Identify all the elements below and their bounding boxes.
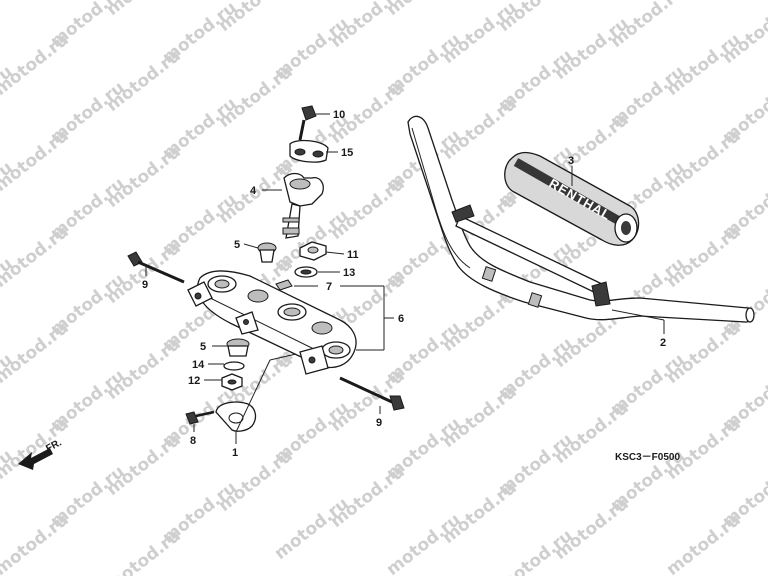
watermark-text: motod.ru bbox=[0, 30, 73, 100]
handlebar-grip: RENTHAL bbox=[504, 151, 640, 246]
washer-13-hole bbox=[300, 269, 312, 275]
callout-5-upper: 5 bbox=[234, 239, 240, 251]
top-bridge bbox=[187, 270, 357, 375]
washer-14 bbox=[223, 361, 245, 371]
callout-10: 10 bbox=[333, 109, 345, 121]
callout-9-right: 9 bbox=[376, 417, 382, 429]
callout-11: 11 bbox=[347, 249, 359, 261]
watermark-text: motod.ru bbox=[0, 414, 73, 484]
bolt-8 bbox=[185, 410, 215, 425]
watermark-text: motod.ru bbox=[0, 0, 17, 36]
handlebar bbox=[407, 115, 755, 323]
callouts: 10 15 4 5 11 13 7 6 9 5 14 12 8 1 9 3 2 bbox=[142, 109, 666, 459]
watermark-text: motod.ru bbox=[103, 526, 185, 576]
callout-5-lower: 5 bbox=[200, 341, 206, 353]
bolt-10 bbox=[298, 105, 317, 141]
watermark-text: motod.ru bbox=[495, 526, 577, 576]
callout-1: 1 bbox=[232, 447, 238, 459]
callout-8: 8 bbox=[190, 435, 196, 447]
callout-9-left: 9 bbox=[142, 279, 148, 291]
lock-plate bbox=[275, 279, 293, 291]
diagram-code: KSC3－F0500 bbox=[615, 452, 680, 463]
nut-11 bbox=[299, 241, 327, 261]
bolt-9-right bbox=[339, 376, 405, 411]
watermark-text: motod.ru bbox=[0, 318, 73, 388]
watermark-text: motod.ru bbox=[0, 222, 73, 292]
callout-12: 12 bbox=[188, 375, 200, 387]
watermark-text: motod.ru bbox=[0, 510, 73, 576]
callout-7: 7 bbox=[326, 281, 332, 293]
callout-15: 15 bbox=[341, 147, 353, 159]
watermark-text: motod.ru bbox=[271, 0, 353, 4]
upper-holder bbox=[282, 172, 324, 239]
callout-6: 6 bbox=[398, 313, 404, 325]
callout-2: 2 bbox=[660, 337, 666, 349]
callout-13: 13 bbox=[343, 267, 355, 279]
collar-5-lower bbox=[226, 338, 250, 357]
watermark-text: motod.ru bbox=[0, 0, 73, 4]
callout-14: 14 bbox=[192, 359, 205, 371]
callout-4: 4 bbox=[250, 185, 257, 197]
watermark-text: motod.ru bbox=[0, 126, 73, 196]
cable-clamp bbox=[215, 401, 257, 432]
leader-lines bbox=[145, 113, 665, 444]
nut-12 bbox=[221, 373, 243, 391]
watermark-text: motod.ru bbox=[663, 510, 745, 576]
holder-cap bbox=[289, 139, 329, 163]
callout-3: 3 bbox=[568, 155, 574, 167]
